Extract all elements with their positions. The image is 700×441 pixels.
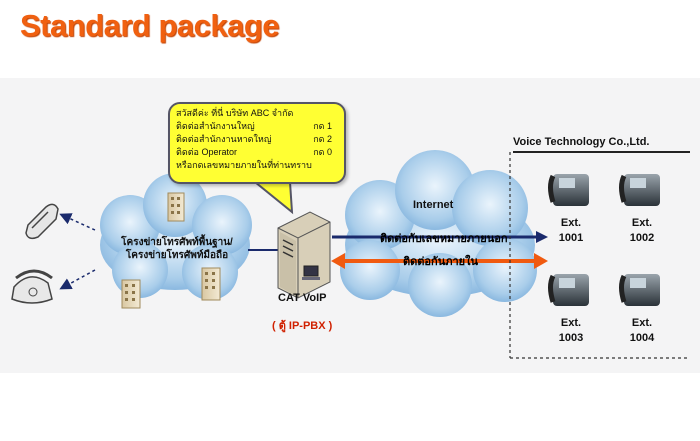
speech-pointer xyxy=(252,181,294,215)
building-icon xyxy=(121,279,141,309)
extension-label: Ext. 1002 xyxy=(620,216,664,246)
ivr-greeting: สวัสดีค่ะ ที่นี่ บริษัท ABC จำกัด xyxy=(176,108,294,118)
vendor-label: Voice Technology Co.,Ltd. xyxy=(513,136,650,148)
ivr-menu-label: ติดต่อ Operator xyxy=(176,147,237,157)
mobile-phone-icon xyxy=(25,203,59,240)
ivr-menu-key: กด 1 xyxy=(313,121,332,131)
extension-prefix: Ext. xyxy=(631,217,653,229)
extension-prefix: Ext. xyxy=(631,317,653,329)
connector-arrow xyxy=(59,213,96,231)
ivr-closing: หรือกดเลขหมายภายในที่ท่านทราบ xyxy=(176,160,312,170)
page-title: Standard package xyxy=(20,8,280,43)
ivr-speech-bubble: สวัสดีค่ะ ที่นี่ บริษัท ABC จำกัด ติดต่อ… xyxy=(168,102,346,184)
ivr-menu-key: กด 2 xyxy=(313,134,332,144)
ivr-menu-item: ติดต่อ Operator กด 0 xyxy=(176,146,338,159)
internal-arrow xyxy=(331,253,548,269)
extension-label: Ext. 1001 xyxy=(549,216,593,246)
extension-label: Ext. 1003 xyxy=(549,316,593,346)
pbx-name: CAT VoIP xyxy=(278,292,327,304)
internet-label: Internet xyxy=(413,199,454,211)
pbx-subtitle: ( ตู้ IP-PBX ) xyxy=(272,320,333,332)
ip-phone-icon xyxy=(619,174,660,206)
pstn-label-line: โครงข่ายโทรศัพท์มือถือ xyxy=(125,250,229,261)
building-icon xyxy=(167,192,185,222)
server-icon xyxy=(277,211,331,299)
outbound-arrow xyxy=(332,231,548,243)
extension-prefix: Ext. xyxy=(560,317,582,329)
pstn-label-line: โครงข่ายโทรศัพท์พื้นฐาน/ xyxy=(121,237,233,248)
internal-arrow-label: ติดต่อกันภายใน xyxy=(403,256,478,268)
ivr-menu-item: ติดต่อสำนักงานหาดใหญ่ กด 2 xyxy=(176,133,338,146)
extension-number: 1002 xyxy=(629,232,655,244)
extension-label: Ext. 1004 xyxy=(620,316,664,346)
internet-cloud xyxy=(340,150,537,317)
ivr-menu-key: กด 0 xyxy=(313,147,332,157)
outbound-arrow-label: ติดต่อกับเลขหมายภายนอก xyxy=(380,233,508,245)
extension-number: 1004 xyxy=(629,332,655,344)
pstn-label: โครงข่ายโทรศัพท์พื้นฐาน/ โครงข่ายโทรศัพท… xyxy=(117,236,237,262)
desk-phone-icon xyxy=(11,269,53,304)
extension-prefix: Ext. xyxy=(560,217,582,229)
connector-arrow xyxy=(59,269,96,290)
ip-phone-icon xyxy=(548,274,589,306)
ip-phone-icon xyxy=(548,174,589,206)
extension-number: 1003 xyxy=(558,332,584,344)
building-icon xyxy=(201,267,221,301)
ip-phone-icon xyxy=(619,274,660,306)
extension-number: 1001 xyxy=(558,232,584,244)
ivr-menu-label: ติดต่อสำนักงานหาดใหญ่ xyxy=(176,134,272,144)
ivr-menu-item: ติดต่อสำนักงานใหญ่ กด 1 xyxy=(176,120,338,133)
ivr-menu-label: ติดต่อสำนักงานใหญ่ xyxy=(176,121,255,131)
